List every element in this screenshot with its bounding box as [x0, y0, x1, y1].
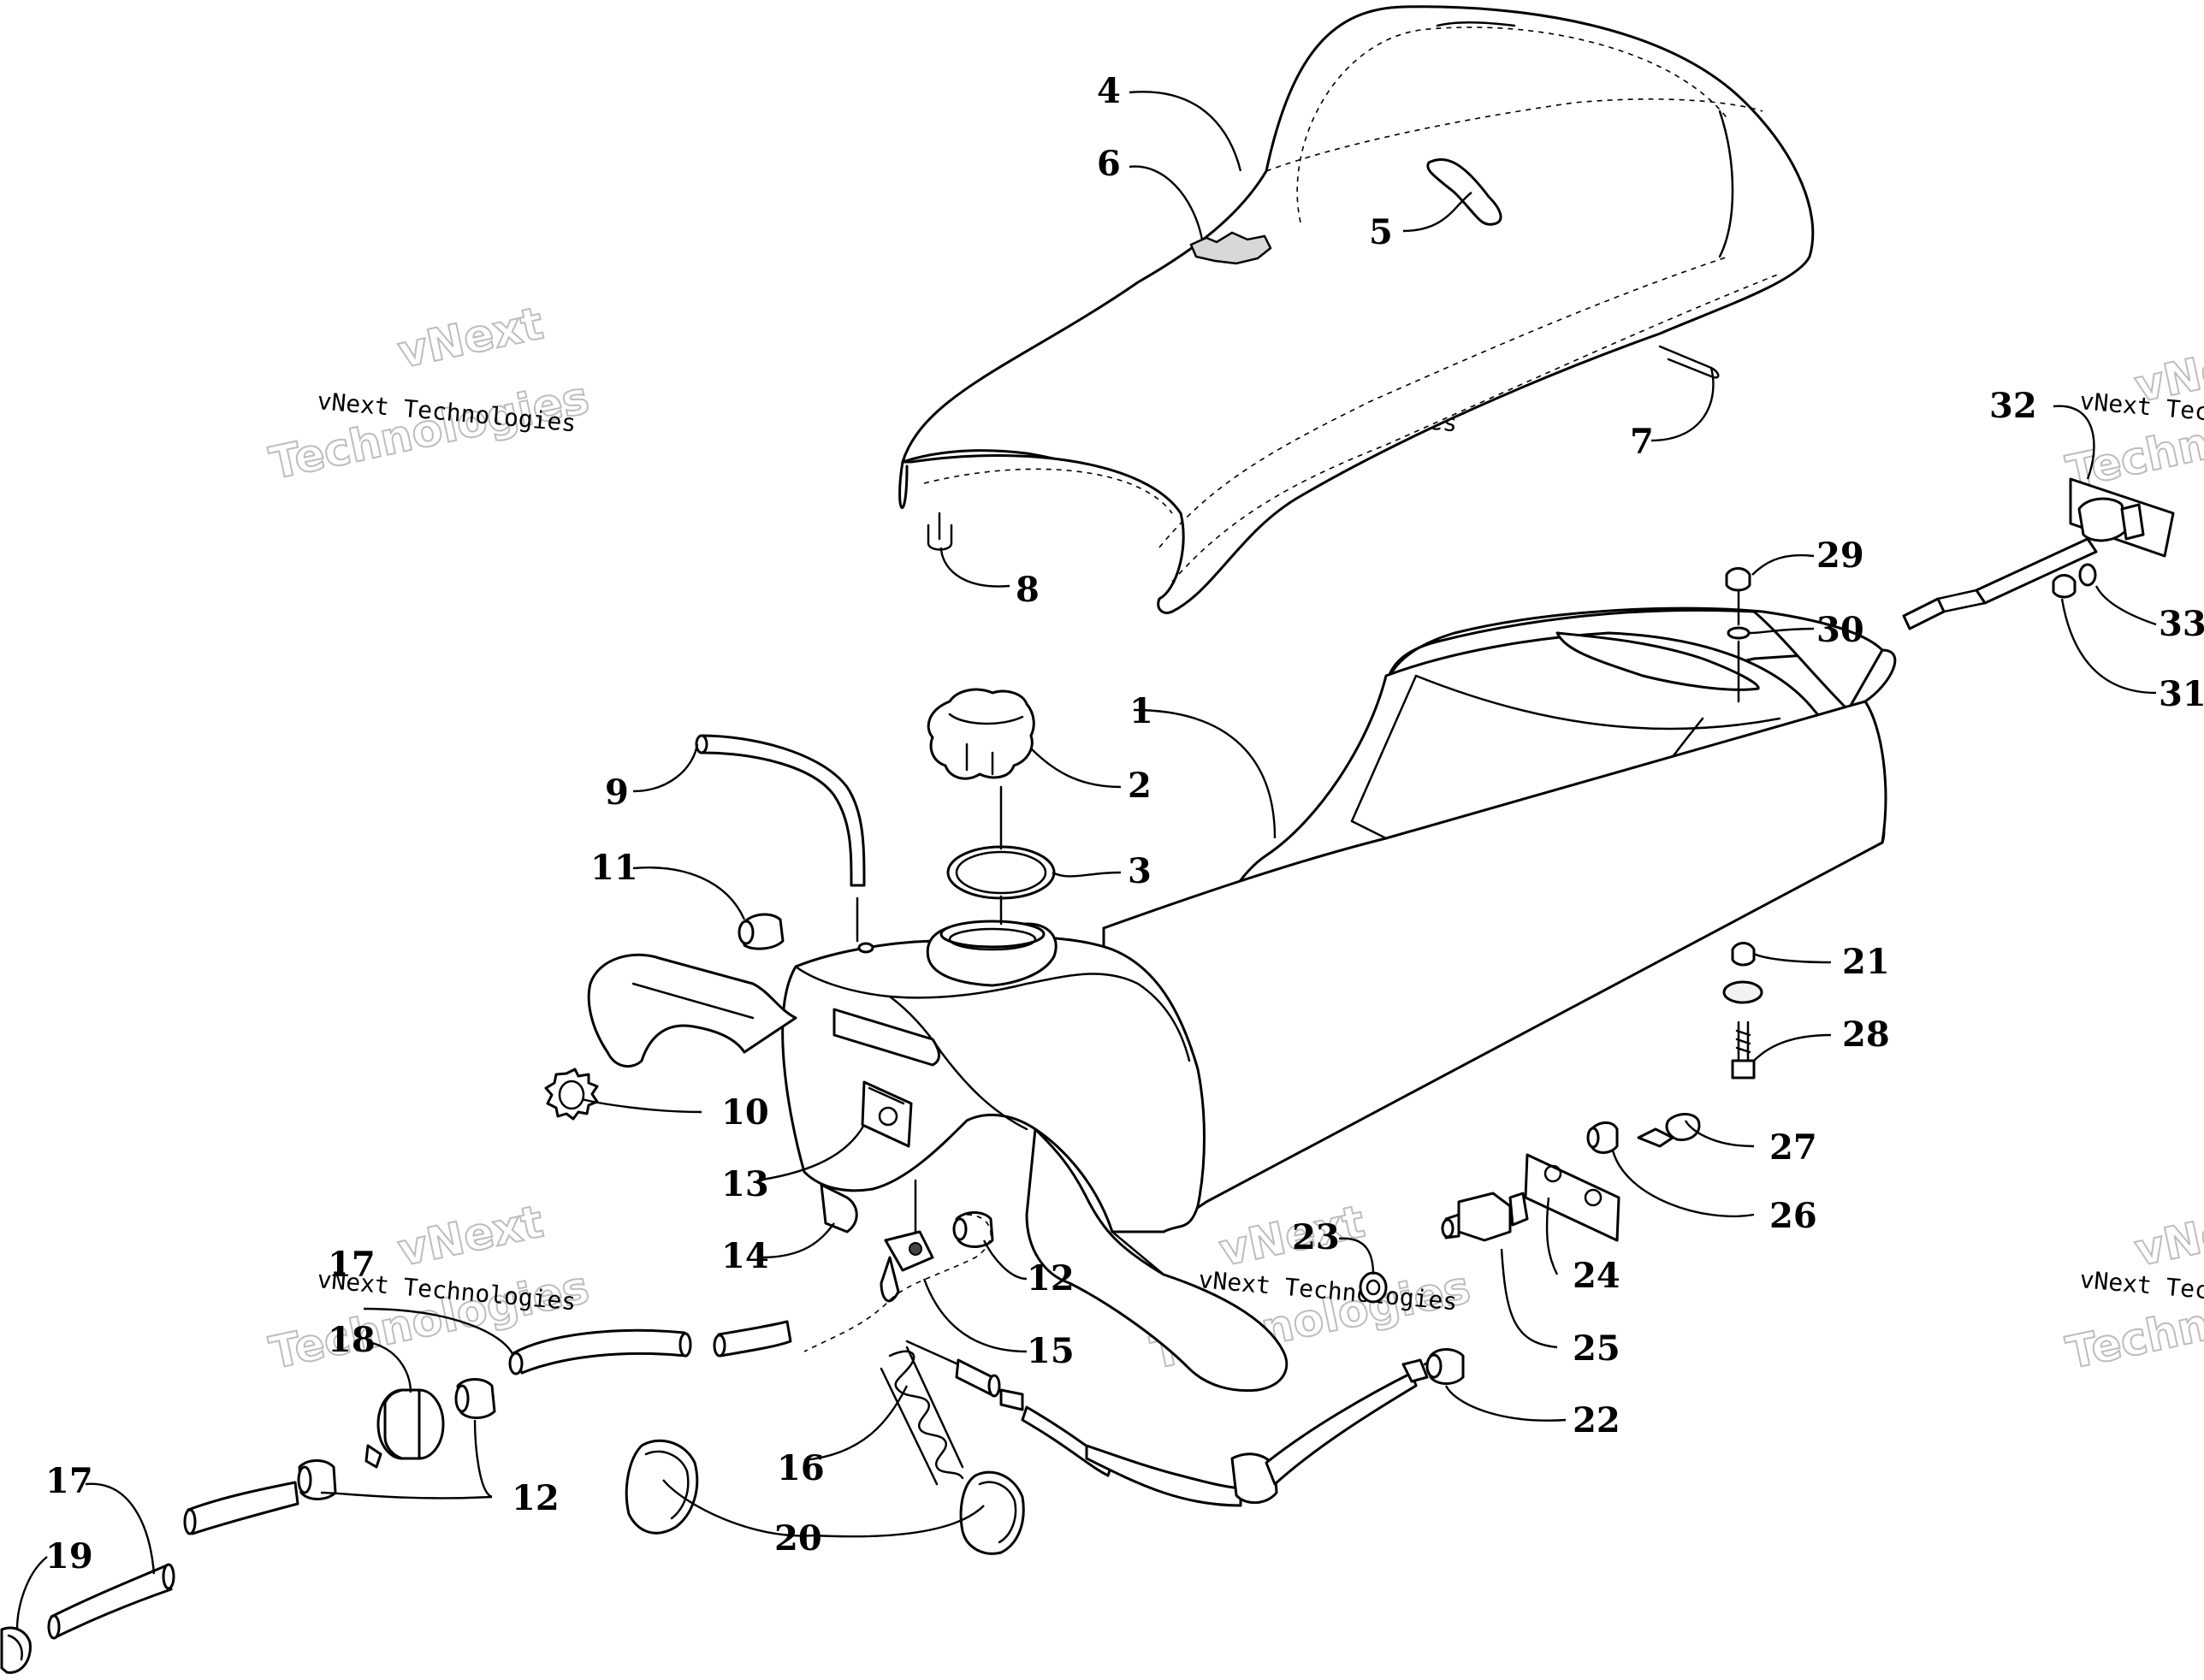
watermark-right-bottom: vNext Technologies vNext Technologies — [2061, 1195, 2204, 1380]
washer-33 — [2078, 563, 2097, 587]
ignition-switch-25 — [1441, 1192, 1529, 1242]
callout-14: 14 — [721, 1236, 769, 1276]
callout-19: 19 — [45, 1536, 93, 1576]
seat-clip-8 — [927, 512, 953, 551]
callout-1: 1 — [1129, 691, 1153, 731]
star-washer-10 — [544, 1068, 599, 1121]
fitting-11 — [738, 913, 785, 950]
callout-11: 11 — [590, 848, 638, 888]
callout-4: 4 — [1097, 71, 1121, 111]
grommet-22 — [1425, 1348, 1465, 1385]
callout-27: 27 — [1769, 1127, 1817, 1168]
seat-hook-7 — [1658, 345, 1720, 379]
callout-26: 26 — [1769, 1196, 1817, 1236]
washer-21b — [1722, 980, 1763, 1004]
callout-12-tank: 12 — [1027, 1258, 1075, 1298]
fuel-routing-dashed — [803, 1214, 992, 1352]
callout-29: 29 — [1816, 535, 1864, 576]
callout-16: 16 — [777, 1448, 825, 1488]
body-tank-assembly — [587, 606, 1897, 1393]
leader-lines — [15, 91, 2157, 1630]
callout-6: 6 — [1097, 144, 1121, 184]
bolt-28 — [1731, 1020, 1756, 1080]
fuel-cap-2 — [927, 688, 1035, 780]
callout-30: 30 — [1816, 610, 1864, 650]
watermark-vnext: vNext — [2130, 1196, 2204, 1276]
watermark-vnext: vNext — [394, 298, 548, 378]
clamp-19 — [0, 1626, 32, 1674]
callout-10: 10 — [721, 1092, 769, 1133]
callout-21: 21 — [1842, 942, 1890, 982]
clip-14 — [820, 1183, 858, 1233]
callout-3: 3 — [1128, 851, 1152, 891]
seat-cushion — [898, 5, 1815, 614]
spring-16 — [880, 1346, 964, 1486]
callout-9: 9 — [605, 772, 629, 813]
fuel-filter-18 — [364, 1388, 445, 1469]
callout-5: 5 — [1369, 212, 1393, 252]
seat-strap — [1426, 157, 1502, 226]
callout-18: 18 — [328, 1320, 376, 1360]
watermark-left-top: vNext Technologies vNext Technologies — [264, 297, 594, 490]
nut-29 — [1725, 567, 1751, 592]
fitting-12-filter-a — [454, 1378, 496, 1419]
callout-8: 8 — [1016, 570, 1040, 610]
fuel-hose-17-upper — [508, 1320, 792, 1375]
callout-15: 15 — [1027, 1331, 1075, 1371]
fuel-valve-15 — [880, 1179, 934, 1303]
callout-17-upper: 17 — [328, 1245, 376, 1285]
callout-numbers: 4 6 5 7 8 1 2 3 9 11 10 13 14 12 15 16 2… — [45, 71, 2204, 1576]
callout-25: 25 — [1573, 1328, 1620, 1369]
callout-13: 13 — [721, 1164, 769, 1204]
choke-cable — [905, 1340, 1439, 1507]
callout-7: 7 — [1630, 422, 1654, 462]
clamp-20-right — [959, 1470, 1025, 1555]
fitting-12-tank — [952, 1211, 994, 1248]
vent-hose-9 — [695, 734, 866, 943]
nut-26 — [1586, 1121, 1619, 1154]
key-27 — [1637, 1113, 1701, 1148]
nut-31 — [2052, 574, 2077, 599]
seat-foam-patch — [1189, 231, 1272, 265]
callout-17-lower: 17 — [45, 1461, 93, 1501]
callout-22: 22 — [1573, 1400, 1620, 1440]
clamp-20-left — [625, 1439, 699, 1535]
fuel-hose-17-lower — [47, 1481, 299, 1640]
fitting-12-filter-b — [297, 1459, 337, 1500]
washer-30 — [1727, 590, 1751, 703]
nut-21 — [1731, 942, 1756, 967]
taillight-32 — [1902, 477, 2175, 630]
callout-24: 24 — [1573, 1256, 1620, 1296]
callout-32: 32 — [1989, 386, 2037, 426]
watermark-vnext: vNext — [394, 1196, 548, 1276]
callout-12-filter: 12 — [512, 1478, 560, 1518]
callout-33: 33 — [2159, 604, 2204, 644]
callout-31: 31 — [2159, 674, 2204, 714]
tank-decal-13 — [861, 1080, 913, 1148]
callout-23: 23 — [1292, 1217, 1340, 1257]
callout-2: 2 — [1128, 766, 1152, 806]
plate-24 — [1524, 1153, 1620, 1242]
callout-28: 28 — [1842, 1015, 1890, 1055]
washer-23 — [1359, 1271, 1388, 1304]
callout-20: 20 — [774, 1518, 822, 1559]
gasket-3 — [946, 785, 1056, 926]
